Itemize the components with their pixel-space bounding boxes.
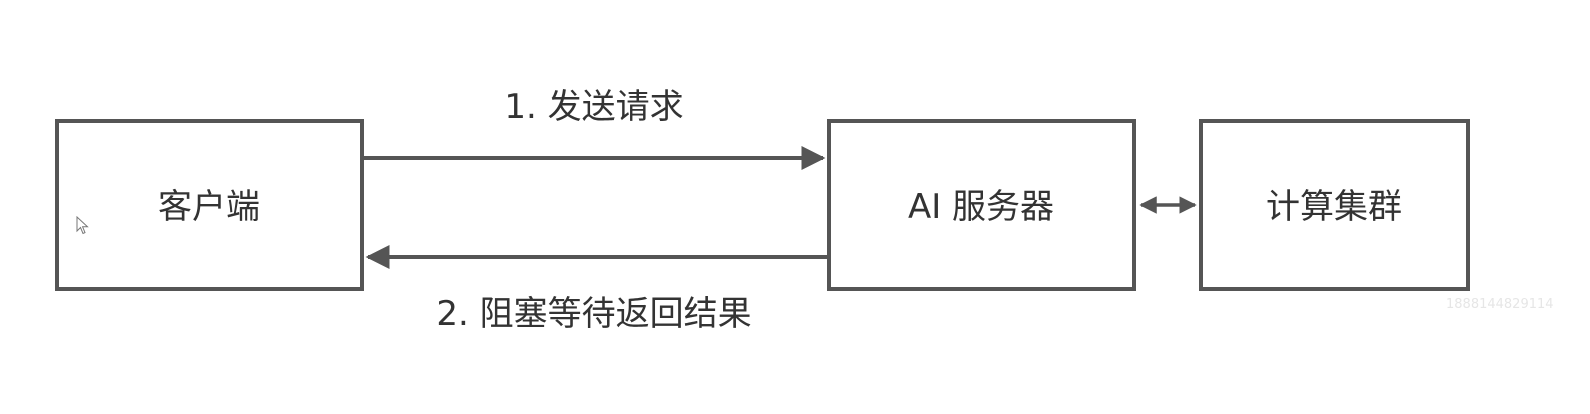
response-label: 2. 阻塞等待返回结果 xyxy=(436,294,751,334)
ai-server-label: AI 服务器 xyxy=(908,187,1054,227)
watermark-text: 1888144829114 xyxy=(1446,297,1554,312)
mouse-cursor-icon xyxy=(76,216,89,235)
ai-server-box xyxy=(827,119,1136,291)
request-label: 1. 发送请求 xyxy=(504,87,683,127)
compute-cluster-box xyxy=(1199,119,1470,291)
client-node: 客户端 xyxy=(55,119,364,291)
compute-cluster-node: 计算集群 xyxy=(1199,119,1470,291)
ai-server-node: AI 服务器 xyxy=(827,119,1136,291)
client-box xyxy=(55,119,364,291)
compute-cluster-label: 计算集群 xyxy=(1266,187,1402,227)
client-label: 客户端 xyxy=(158,187,260,227)
